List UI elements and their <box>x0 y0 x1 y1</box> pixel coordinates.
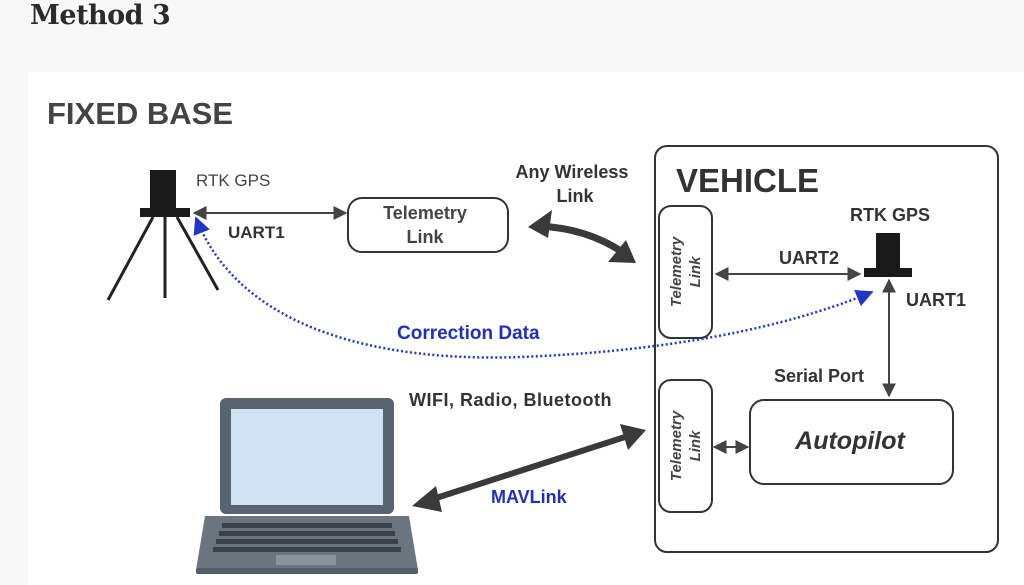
base-telemetry-line2: Link <box>406 227 444 247</box>
correction-data-path <box>193 216 874 359</box>
mavlink-label: MAVLink <box>491 487 568 507</box>
vehicle-uart1-label: UART1 <box>906 290 966 310</box>
gcs-telemetry-line1: Telemetry <box>668 410 685 481</box>
vehicle-gps-label: RTK GPS <box>850 205 930 225</box>
base-gps-label: RTK GPS <box>196 171 270 190</box>
vehicle-telemetry-line1: Telemetry <box>668 236 685 307</box>
wireless-link-line1: Any Wireless <box>516 162 629 182</box>
page-title: Method 3 <box>30 0 171 31</box>
autopilot-box <box>749 399 954 485</box>
wireless-link-arrow <box>528 210 636 263</box>
wireless-link-line2: Link <box>556 186 594 206</box>
fixed-base-title: FIXED BASE <box>47 96 233 131</box>
laptop-icon <box>196 398 418 574</box>
vehicle-telemetry-line2: Link <box>687 256 704 287</box>
base-uart1-label: UART1 <box>228 223 285 242</box>
vehicle-title: VEHICLE <box>676 162 819 199</box>
gcs-telemetry-line2: Link <box>687 430 704 461</box>
base-telemetry-line1: Telemetry <box>383 203 467 223</box>
gcs-link-label: WIFI, Radio, Bluetooth <box>409 390 612 410</box>
vehicle-gps-icon <box>864 233 912 277</box>
mavlink-arrow <box>412 424 646 512</box>
serial-port-label: Serial Port <box>774 366 864 386</box>
vehicle-telemetry-box <box>658 205 713 339</box>
gcs-telemetry-box <box>658 379 713 513</box>
autopilot-label: Autopilot <box>794 427 906 455</box>
uart2-label: UART2 <box>779 248 839 268</box>
correction-data-label: Correction Data <box>397 323 540 344</box>
